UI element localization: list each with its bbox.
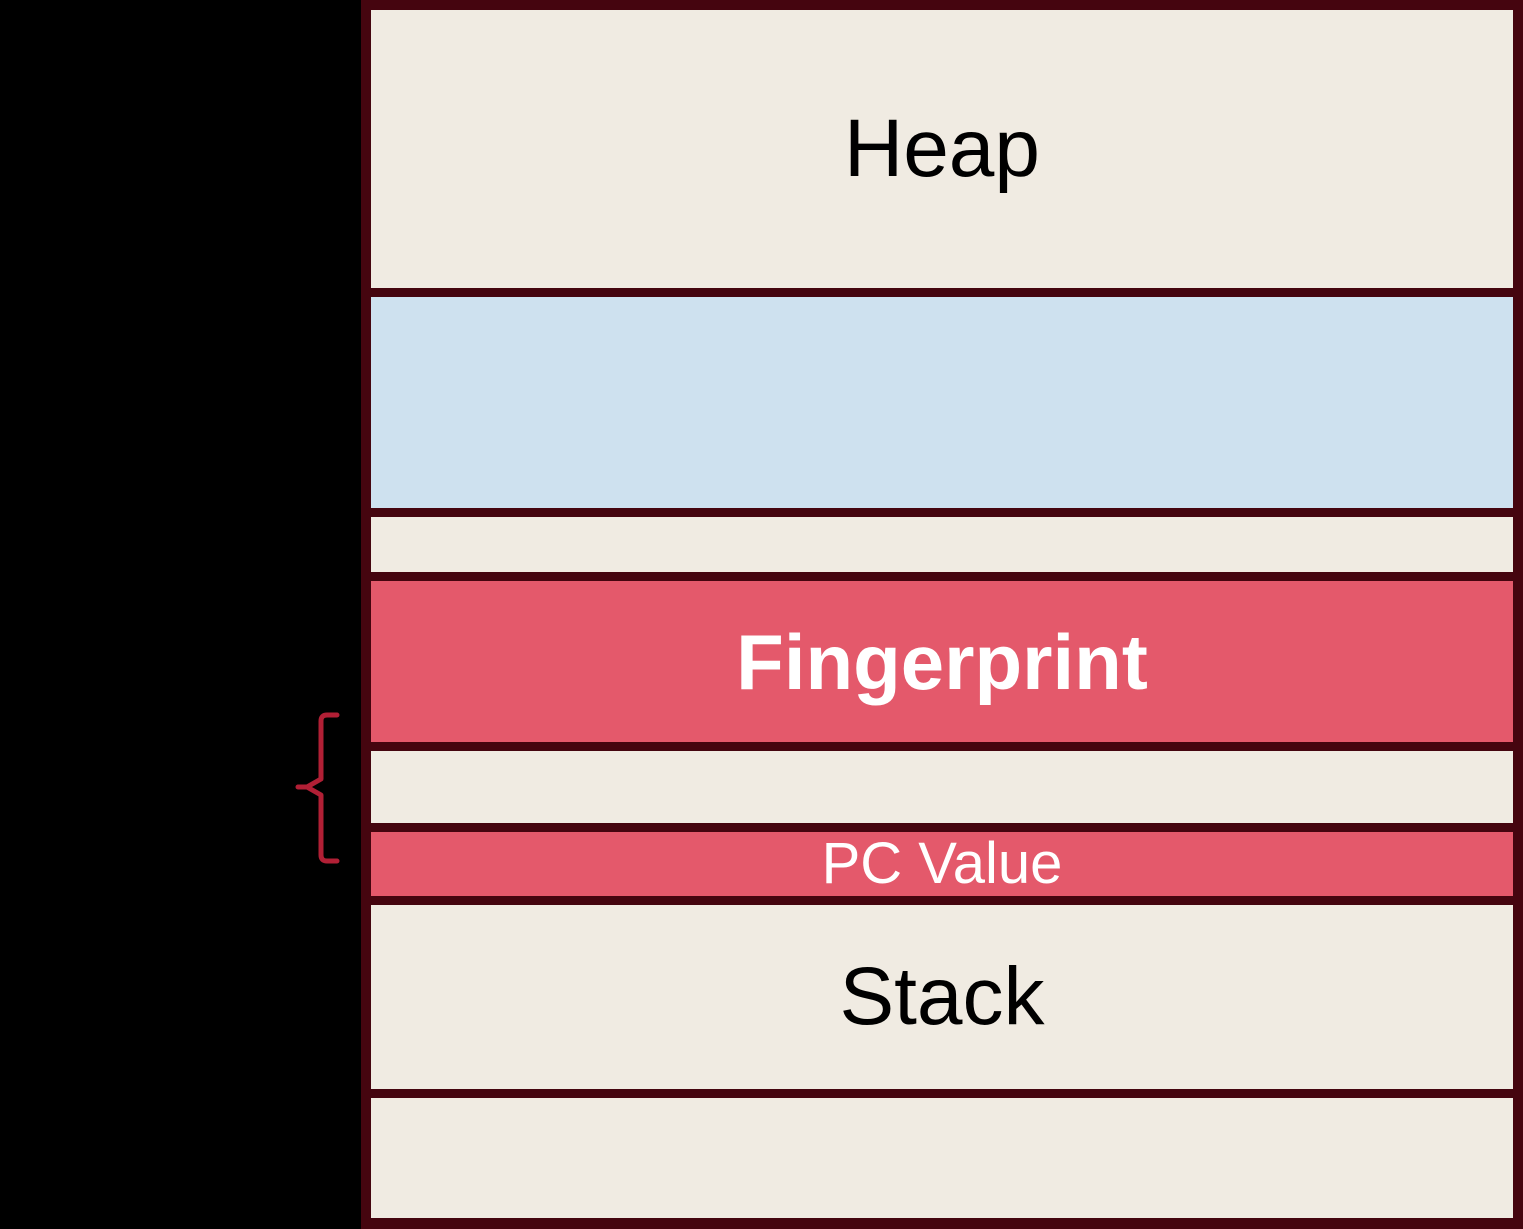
pc-value-label: PC Value	[821, 831, 1063, 896]
segment-spacer-1	[371, 517, 1513, 572]
heap-label: Heap	[843, 103, 1041, 194]
segment-pc-value: PC Value	[371, 832, 1513, 896]
segment-blue-region	[371, 297, 1513, 508]
segment-heap: Heap	[371, 10, 1513, 288]
segment-spacer-2	[371, 751, 1513, 823]
segment-stack: Stack	[371, 905, 1513, 1089]
segment-spacer-3	[371, 1098, 1513, 1218]
fingerprint-label: Fingerprint	[736, 617, 1148, 706]
stack-label: Stack	[839, 951, 1045, 1042]
memory-layout-diagram: Heap Fingerprint PC Value Stack	[361, 0, 1523, 1229]
left-brace-icon	[295, 712, 340, 864]
segment-fingerprint: Fingerprint	[371, 581, 1513, 742]
